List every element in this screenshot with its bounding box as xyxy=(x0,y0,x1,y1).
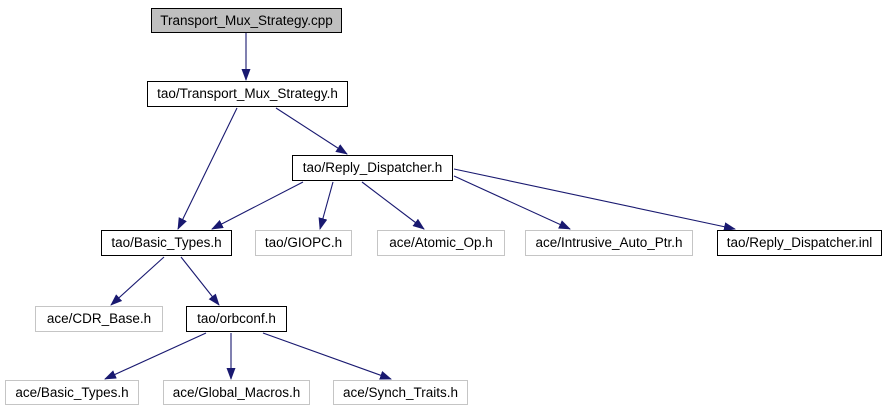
edge-tao_basic_types_h-to-tao_orbconf_h xyxy=(180,256,220,306)
edge-tao_reply_dispatcher_h-to-ace_intrusive_auto_ptr_h xyxy=(453,175,571,230)
edge-tao_basic_types_h-to-ace_cdr_base_h xyxy=(110,256,165,306)
edge-tao_reply_dispatcher_h-to-ace_atomic_op_h xyxy=(361,181,425,230)
graph-node-ace-basic-types-h: ace/Basic_Types.h xyxy=(5,380,139,405)
graph-node-tao-reply-dispatcher-h[interactable]: tao/Reply_Dispatcher.h xyxy=(292,155,453,181)
edge-tao_transport_mux_strategy_h-to-tao_reply_dispatcher_h xyxy=(275,107,348,155)
graph-node-ace-intrusive-auto-ptr-h: ace/Intrusive_Auto_Ptr.h xyxy=(525,230,693,256)
edge-tao_reply_dispatcher_h-to-tao_reply_dispatcher_inl xyxy=(453,168,736,232)
graph-node-tao-reply-dispatcher-inl[interactable]: tao/Reply_Dispatcher.inl xyxy=(717,230,882,256)
edge-tao_transport_mux_strategy_h-to-tao_basic_types_h xyxy=(177,107,238,230)
graph-node-ace-atomic-op-h: ace/Atomic_Op.h xyxy=(377,230,505,256)
graph-node-ace-cdr-base-h: ace/CDR_Base.h xyxy=(35,306,163,332)
graph-node-ace-global-macros-h: ace/Global_Macros.h xyxy=(163,380,310,405)
graph-node-tao-transport-mux-strategy-h[interactable]: tao/Transport_Mux_Strategy.h xyxy=(147,81,348,107)
graph-node-transport-mux-strategy-cpp: Transport_Mux_Strategy.cpp xyxy=(151,8,342,33)
edge-tao_orbconf_h-to-ace_synch_traits_h xyxy=(262,332,392,380)
edge-tao_reply_dispatcher_h-to-tao_giopc_h xyxy=(318,181,334,230)
graph-node-ace-synch-traits-h: ace/Synch_Traits.h xyxy=(333,380,468,405)
graph-node-tao-giopc-h: tao/GIOPC.h xyxy=(255,230,352,256)
edge-tao_reply_dispatcher_h-to-tao_basic_types_h xyxy=(211,181,304,230)
edge-tao_orbconf_h-to-ace_basic_types_h xyxy=(104,332,207,380)
graph-node-tao-basic-types-h[interactable]: tao/Basic_Types.h xyxy=(101,230,232,256)
graph-node-tao-orbconf-h[interactable]: tao/orbconf.h xyxy=(186,306,287,332)
